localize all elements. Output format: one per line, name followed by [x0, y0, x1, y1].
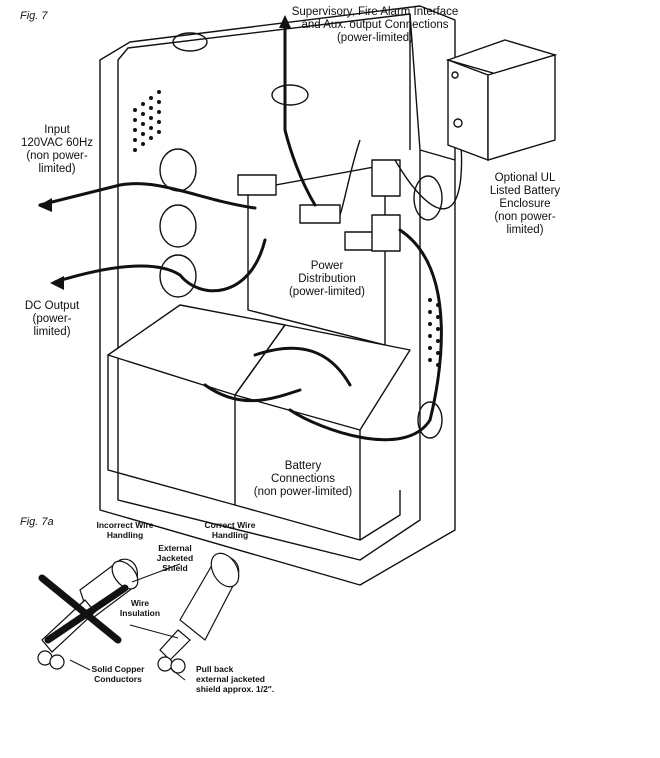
dc-output-label: DC Output (power- limited)	[24, 300, 80, 338]
terminal-block-1	[237, 174, 277, 196]
insulation-label: Wire Insulation	[119, 598, 161, 618]
supervisory-label: Supervisory, Fire Alarm Interface and Au…	[291, 6, 459, 44]
input-arrow	[38, 198, 52, 212]
right-knockout	[413, 175, 443, 221]
battery-right-top	[234, 324, 411, 431]
dc-output-arrow	[50, 276, 64, 290]
input-label: Input 120VAC 60Hz (non power- limited)	[20, 124, 94, 175]
copper-label: Solid Copper Conductors	[91, 664, 145, 684]
jacket-label: External Jacketed Shield	[156, 543, 194, 573]
power-distribution-label: Power Distribution (power-limited)	[282, 260, 372, 299]
battery-right-front	[234, 394, 361, 541]
terminal-block-5	[371, 214, 401, 252]
right-lower-knockout	[417, 401, 443, 439]
optional-battery-enclosure	[445, 39, 558, 162]
input-wire	[38, 182, 257, 210]
vent-holes	[133, 90, 440, 367]
top-knockout-right	[271, 84, 309, 106]
terminal-block-4	[371, 159, 401, 197]
fig7-label: Fig. 7	[20, 10, 48, 22]
side-knockout-3	[159, 254, 197, 298]
fig7a-label: Fig. 7a	[20, 516, 54, 528]
enclosure-wire	[288, 228, 443, 442]
correct-cable	[157, 552, 240, 674]
side-knockout-2	[159, 204, 197, 248]
dc-output-wire	[53, 238, 267, 293]
supervisory-wire	[283, 18, 317, 207]
top-knockout-left	[172, 32, 208, 52]
supervisory-arrow	[279, 15, 291, 28]
correct-label: Correct Wire Handling	[204, 520, 256, 540]
battery-left-front	[107, 355, 236, 506]
incorrect-x-mark	[38, 574, 129, 644]
pullback-label: Pull back external jacketed shield appro…	[196, 664, 275, 694]
battery-wire-1	[253, 346, 352, 387]
battery-connections-label: Battery Connections (non power-limited)	[248, 460, 358, 499]
terminal-block-2	[299, 204, 341, 224]
battery-enclosure-label: Optional UL Listed Battery Enclosure (no…	[489, 172, 561, 236]
battery-wire-2	[203, 383, 302, 403]
incorrect-label: Incorrect Wire Handling	[96, 520, 154, 540]
enclosure-inner-wall	[117, 13, 421, 561]
